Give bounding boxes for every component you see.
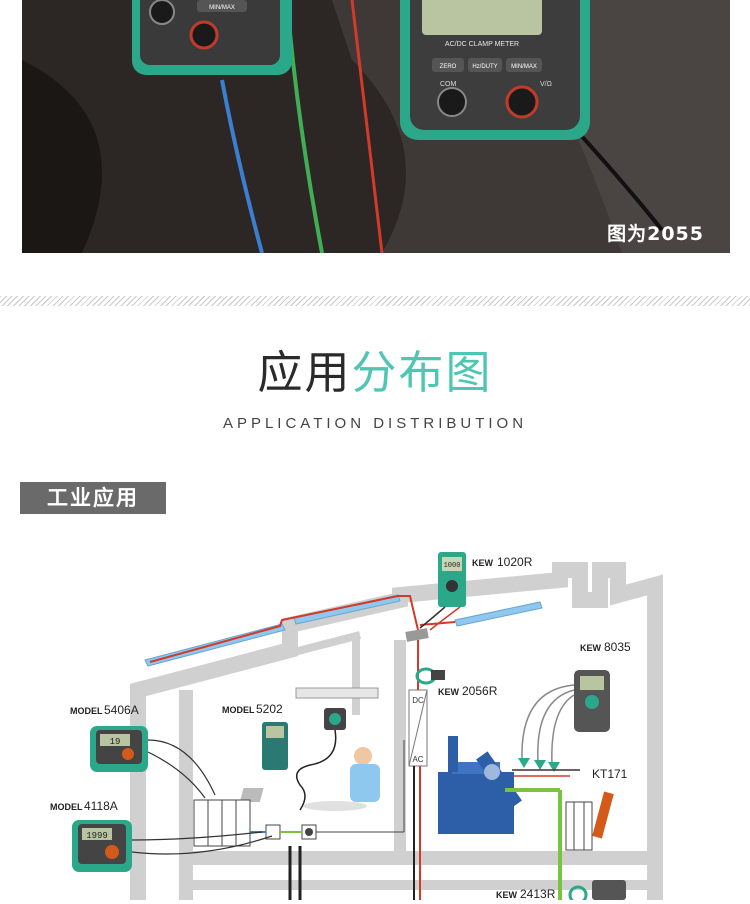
model4118a-prefix: MODEL [50, 802, 83, 812]
section-subtitle: APPLICATION DISTRIBUTION [222, 415, 528, 432]
kew2056r-label: 2056R [462, 684, 498, 698]
right-meter-com: COM [440, 81, 457, 88]
right-meter-button-hz: Hz/DUTY [472, 64, 497, 70]
inverter-ac: AC [412, 755, 423, 764]
right-meter-v: V/Ω [540, 81, 552, 88]
kew8035-prefix: KEW [580, 643, 602, 653]
model5406a-prefix: MODEL [70, 706, 103, 716]
model5406a-screen: 19 [110, 737, 121, 747]
section-title-dark: 应用 [257, 346, 352, 399]
photo-caption: 图为2055 [607, 223, 704, 245]
kew2056r-prefix: KEW [438, 687, 460, 697]
model4118a-label: 4118A [84, 799, 118, 813]
model4118a-screen: 1999 [86, 831, 108, 841]
kew2413r-device [592, 880, 626, 900]
kt171-label: KT171 [592, 767, 628, 781]
product-photo: MIN/MAX AC/DC CLAMP METER ZERO Hz/DUTY M… [22, 0, 730, 253]
kew1020r-label: 1020R [497, 555, 533, 569]
kew8035-label: 8035 [604, 640, 631, 654]
right-meter-button-zero: ZERO [440, 64, 457, 70]
application-diagram-svg: 1000 KEW 1020R DC AC KEW 2056R KEW 8035 … [50, 552, 663, 904]
left-meter-label: MIN/MAX [209, 5, 235, 11]
model5406a-label: 5406A [104, 703, 139, 717]
kt171-device [592, 791, 614, 839]
right-meter-button-minmax: MIN/MAX [511, 64, 537, 70]
kew1020r-screen: 1000 [444, 562, 461, 570]
model5202-prefix: MODEL [222, 705, 255, 715]
kew2413r-label: 2413R [520, 887, 556, 900]
section-title: 应用分布图 [0, 336, 750, 401]
inverter-dc: DC [412, 696, 424, 705]
section-title-accent: 分布图 [351, 346, 493, 399]
building-outline [130, 562, 663, 900]
kew2413r-prefix: KEW [496, 890, 518, 900]
section-divider [0, 296, 750, 306]
photo-illustration: MIN/MAX AC/DC CLAMP METER ZERO Hz/DUTY M… [22, 0, 730, 253]
application-diagram: 1000 KEW 1020R DC AC KEW 2056R KEW 8035 … [0, 540, 750, 904]
right-meter-title: AC/DC CLAMP METER [445, 41, 519, 48]
kew1020r-prefix: KEW [472, 558, 494, 568]
category-tag: 工业应用 [20, 482, 166, 514]
model5202-label: 5202 [256, 702, 283, 716]
